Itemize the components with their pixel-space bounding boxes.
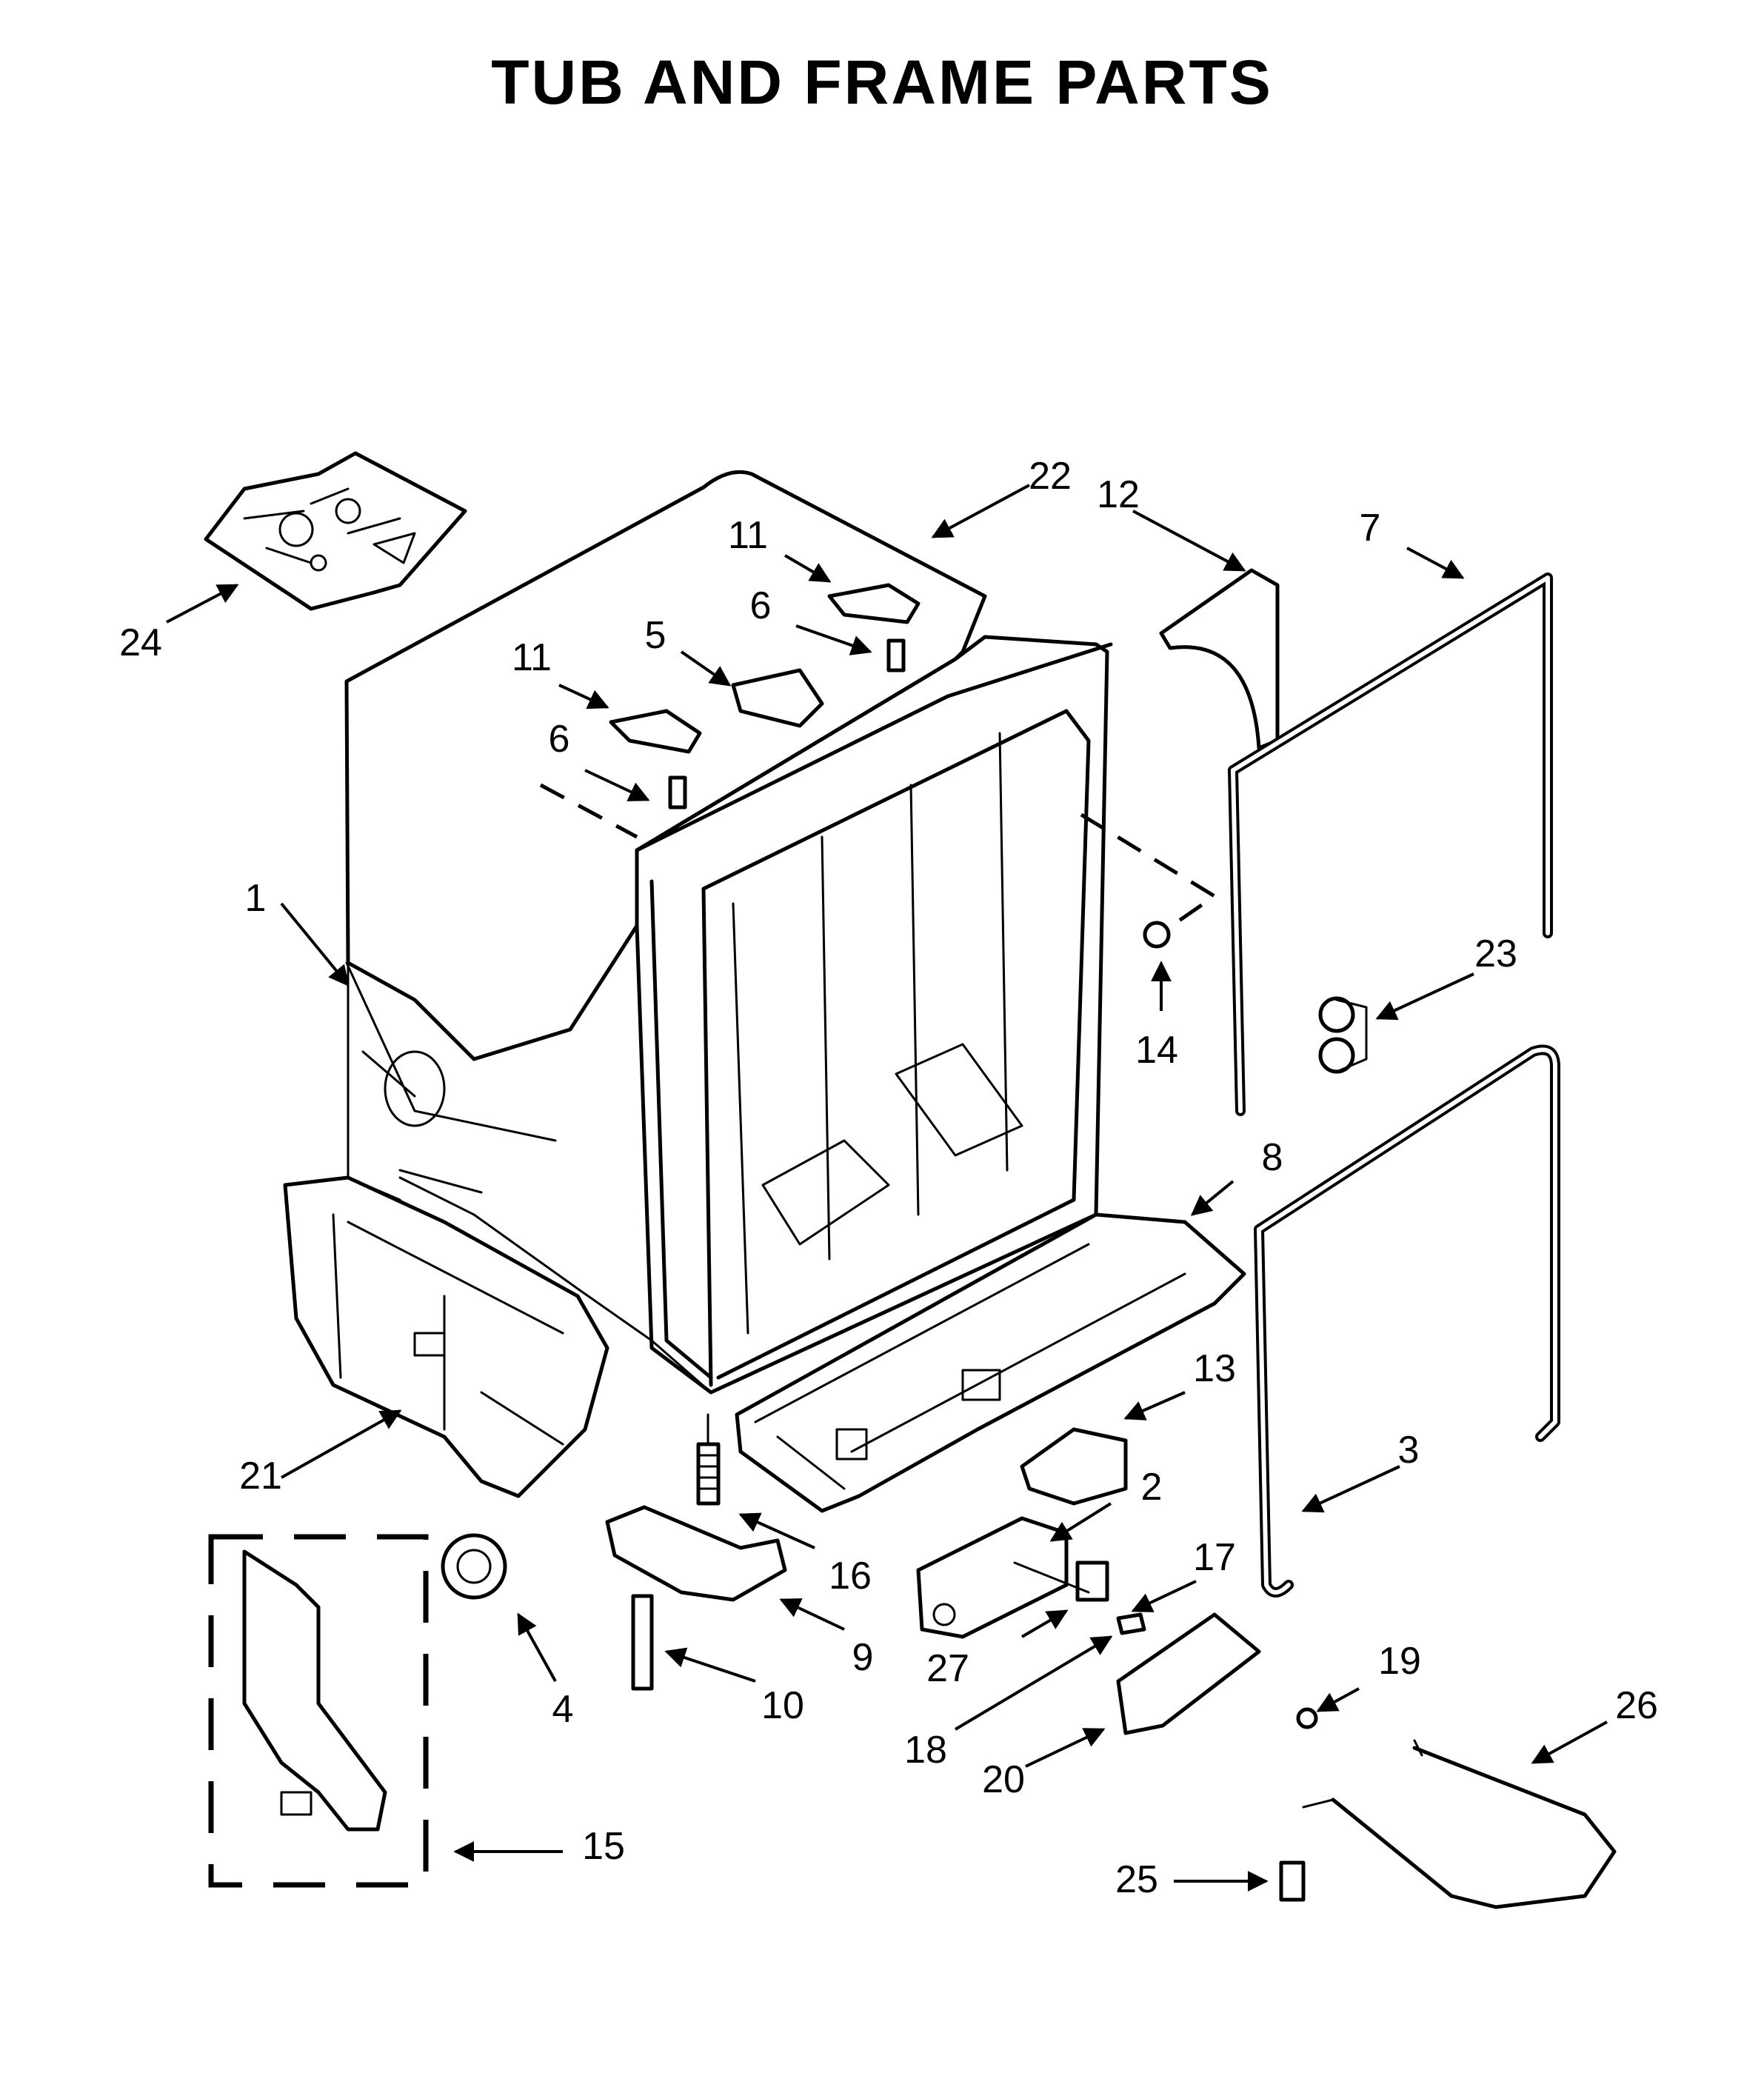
callout-22: 22: [1029, 455, 1072, 498]
callout-16: 16: [829, 1555, 872, 1598]
part-15-assembly: [208, 1534, 429, 1888]
part-22-tub: [347, 635, 1113, 1395]
callout-26: 26: [1615, 1684, 1658, 1727]
part-19-screw: [1296, 1707, 1318, 1729]
callout-24: 24: [119, 621, 162, 664]
callout-25: 25: [1115, 1858, 1158, 1901]
part-8-base-pan: [735, 1212, 1246, 1513]
part-16-leveling-leg: [696, 1413, 721, 1506]
callout-6a: 6: [549, 718, 570, 761]
part-5-clip: [731, 668, 824, 728]
callout-17: 17: [1193, 1536, 1236, 1579]
part-20-cover: [1116, 1612, 1261, 1735]
part-7-door-gasket: [1228, 573, 1553, 1116]
part-24-hardware-bag: [204, 451, 467, 611]
part-13-sump-cover: [1020, 1427, 1128, 1506]
leader-lines: [166, 484, 1608, 1892]
part-17-switch: [1075, 1560, 1109, 1602]
part-1-dash: [539, 783, 638, 839]
callout-7: 7: [1360, 507, 1381, 550]
callout-19: 19: [1378, 1640, 1421, 1683]
callout-6b: 6: [750, 584, 772, 627]
part-23-roller: [1318, 996, 1368, 1074]
part-6-screw-left: [668, 775, 687, 809]
part-11-bracket-left: [609, 709, 702, 754]
callout-11a: 11: [512, 636, 552, 679]
callout-10: 10: [761, 1684, 804, 1727]
part-11-bracket-right: [827, 583, 921, 624]
part-6-screw-right: [886, 638, 906, 672]
part-12-bracket: [1159, 568, 1280, 750]
part-14-plug: [1080, 812, 1218, 949]
callout-8: 8: [1262, 1136, 1283, 1179]
callout-21: 21: [239, 1455, 282, 1498]
callout-27: 27: [926, 1647, 969, 1690]
part-2-housing: [916, 1516, 1069, 1639]
part-10-tube: [631, 1594, 654, 1691]
callout-11b: 11: [728, 514, 768, 557]
callout-13: 13: [1193, 1347, 1236, 1390]
callout-labels: 1 2 3 4 5 6 6 7 8 9 10 11 11 12 13 14 15…: [119, 455, 1658, 1901]
part-18-screw: [1116, 1612, 1146, 1635]
callout-23: 23: [1474, 932, 1517, 975]
part-26-wire-harness: [1302, 1739, 1617, 1909]
part-3-bottom-gasket: [1254, 1044, 1560, 1598]
callout-9: 9: [852, 1636, 874, 1679]
part-21-base-frame: [283, 1175, 609, 1498]
part-27-wire: [1013, 1561, 1090, 1594]
callout-1: 1: [245, 877, 267, 920]
diagram-title: TUB AND FRAME PARTS: [491, 47, 1273, 117]
callout-3: 3: [1398, 1429, 1420, 1472]
callout-14: 14: [1135, 1029, 1178, 1072]
callout-2: 2: [1141, 1466, 1163, 1509]
part-1-insulation-panel: [344, 470, 987, 1194]
part-4-wheel: [441, 1533, 507, 1600]
callout-12: 12: [1097, 473, 1140, 516]
callout-18: 18: [904, 1729, 947, 1772]
callout-4: 4: [552, 1688, 574, 1731]
callout-5: 5: [645, 614, 666, 657]
callout-20: 20: [982, 1758, 1025, 1801]
callout-15: 15: [582, 1825, 625, 1868]
part-9-bracket: [605, 1505, 787, 1602]
part-25-filter: [1279, 1860, 1306, 1902]
